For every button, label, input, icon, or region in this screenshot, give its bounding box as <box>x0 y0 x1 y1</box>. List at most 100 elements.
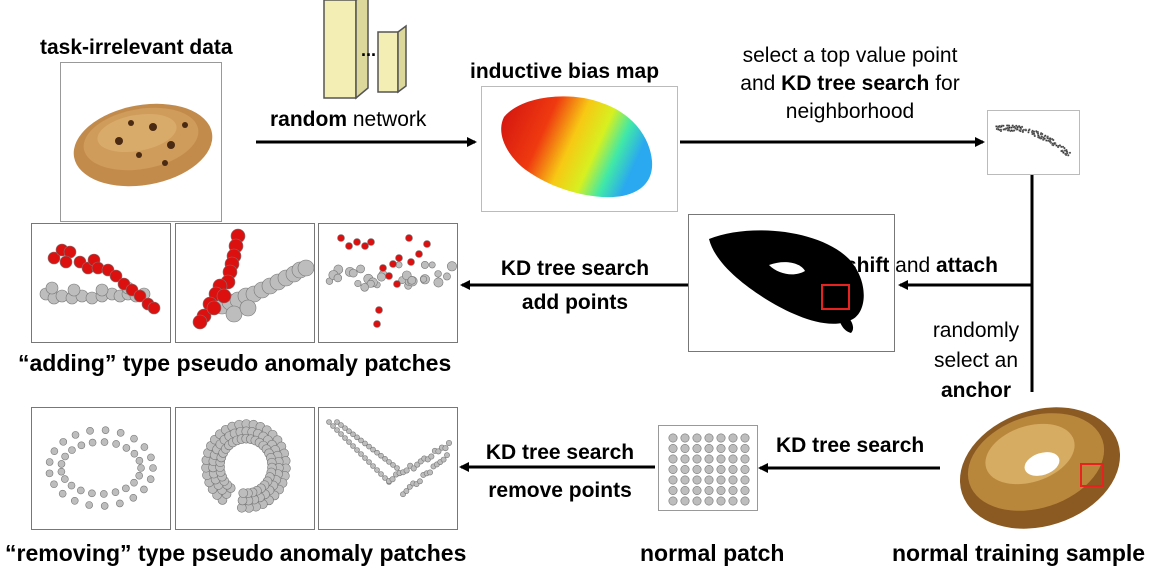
anomaly-point <box>389 260 397 268</box>
neighborhood-point <box>1032 132 1036 135</box>
normal-point <box>728 454 738 464</box>
normal-point <box>716 475 726 485</box>
normal-point <box>728 464 738 474</box>
normal-point <box>58 489 67 498</box>
neighborhood-point <box>1027 129 1030 132</box>
anomaly-point <box>133 289 147 303</box>
normal-point <box>382 455 388 462</box>
anomaly-point <box>395 254 403 262</box>
normal-patch-caption: normal patch <box>640 540 785 566</box>
neighborhood-point <box>1060 149 1063 153</box>
neighborhood-point <box>1002 124 1005 127</box>
kd-normal-label: KD tree search <box>776 434 925 457</box>
normal-point <box>440 456 447 463</box>
normal-point <box>135 471 144 480</box>
neighborhood-point <box>1008 126 1011 129</box>
normal-point <box>394 465 400 471</box>
normal-point <box>360 283 369 292</box>
neighborhood-point <box>1030 130 1034 134</box>
neighborhood-point <box>1057 145 1060 149</box>
adding-caption: “adding” type pseudo anomaly patches <box>18 350 452 376</box>
adding-patch-3 <box>318 223 458 343</box>
neighborhood-point <box>1000 125 1003 128</box>
normal-point <box>716 485 726 495</box>
normal-point <box>692 454 702 464</box>
neighborhood-point <box>1007 124 1011 127</box>
normal-point <box>68 446 76 454</box>
adding-patch-2 <box>175 223 315 343</box>
normal-point <box>668 485 678 495</box>
anomaly-point <box>206 300 222 316</box>
normal-point <box>417 478 423 485</box>
normal-point <box>403 467 410 474</box>
neighborhood-point <box>1053 142 1056 145</box>
neighborhood-point <box>1021 130 1024 133</box>
neighborhood-point <box>1062 151 1065 154</box>
neighborhood-point <box>1019 129 1022 133</box>
neighborhood-point <box>1065 150 1068 153</box>
neighborhood-point <box>1037 134 1040 137</box>
normal-point <box>358 451 364 457</box>
normal-point <box>330 423 336 429</box>
normal-point <box>77 441 86 450</box>
neighborhood-point <box>1010 129 1013 132</box>
neighborhood-point <box>997 128 1000 131</box>
normal-point <box>668 496 678 506</box>
normal-point <box>146 475 155 484</box>
normal-point <box>740 496 750 506</box>
normal-point <box>740 454 750 464</box>
shift-attach-label: shift and attach <box>845 254 998 277</box>
neighborhood-point <box>1032 130 1036 133</box>
anomaly-point <box>47 251 61 265</box>
normal-point <box>410 465 417 472</box>
normal-point <box>704 433 714 443</box>
normal-point <box>728 485 738 495</box>
normal-point <box>692 475 702 485</box>
removing-caption: “removing” type pseudo anomaly patches <box>5 540 467 566</box>
anomaly-point <box>379 264 387 272</box>
normal-point <box>354 447 360 453</box>
normal-point <box>354 434 360 441</box>
normal-point <box>61 452 69 461</box>
normal-point <box>61 475 69 483</box>
neighborhood-point <box>1047 139 1050 142</box>
normal-point <box>140 485 148 494</box>
normal-point <box>57 460 66 468</box>
anomaly-point <box>405 234 413 242</box>
normal-point <box>728 433 738 443</box>
normal-point <box>680 475 690 485</box>
normal-point <box>116 499 124 508</box>
normal-point <box>428 453 435 460</box>
normal-point <box>716 496 726 506</box>
normal-point <box>77 486 85 495</box>
anomaly-point <box>367 238 375 246</box>
normal-point <box>443 272 451 281</box>
normal-point <box>668 464 678 474</box>
select-line-1: select a top value point <box>742 44 958 67</box>
normal-point <box>740 433 750 443</box>
neighborhood-point <box>1046 136 1049 140</box>
anchor-highlight-box <box>821 284 850 310</box>
removing-patch-3 <box>318 407 458 530</box>
neighborhood-point <box>1016 126 1019 129</box>
normal-point <box>88 489 96 498</box>
normal-point <box>668 475 678 485</box>
anomaly-point <box>109 269 123 283</box>
neighborhood-point <box>1035 130 1038 133</box>
normal-point <box>45 281 59 295</box>
normal-training-sample-caption: normal training sample <box>892 540 1146 566</box>
normal-point <box>386 459 392 465</box>
normal-point <box>420 261 429 269</box>
neighborhood-point <box>1052 144 1055 147</box>
neighborhood-point <box>1024 129 1028 132</box>
normal-point <box>130 478 138 487</box>
normal-patch-box <box>658 425 758 511</box>
normal-point <box>435 448 442 455</box>
random-network-layers-icon <box>323 0 407 100</box>
shift-attach-box <box>688 214 895 352</box>
normal-point <box>680 464 690 474</box>
normal-point <box>100 438 109 446</box>
neighborhood-point <box>1055 144 1058 147</box>
normal-point <box>403 488 410 494</box>
normal-point <box>129 493 138 502</box>
